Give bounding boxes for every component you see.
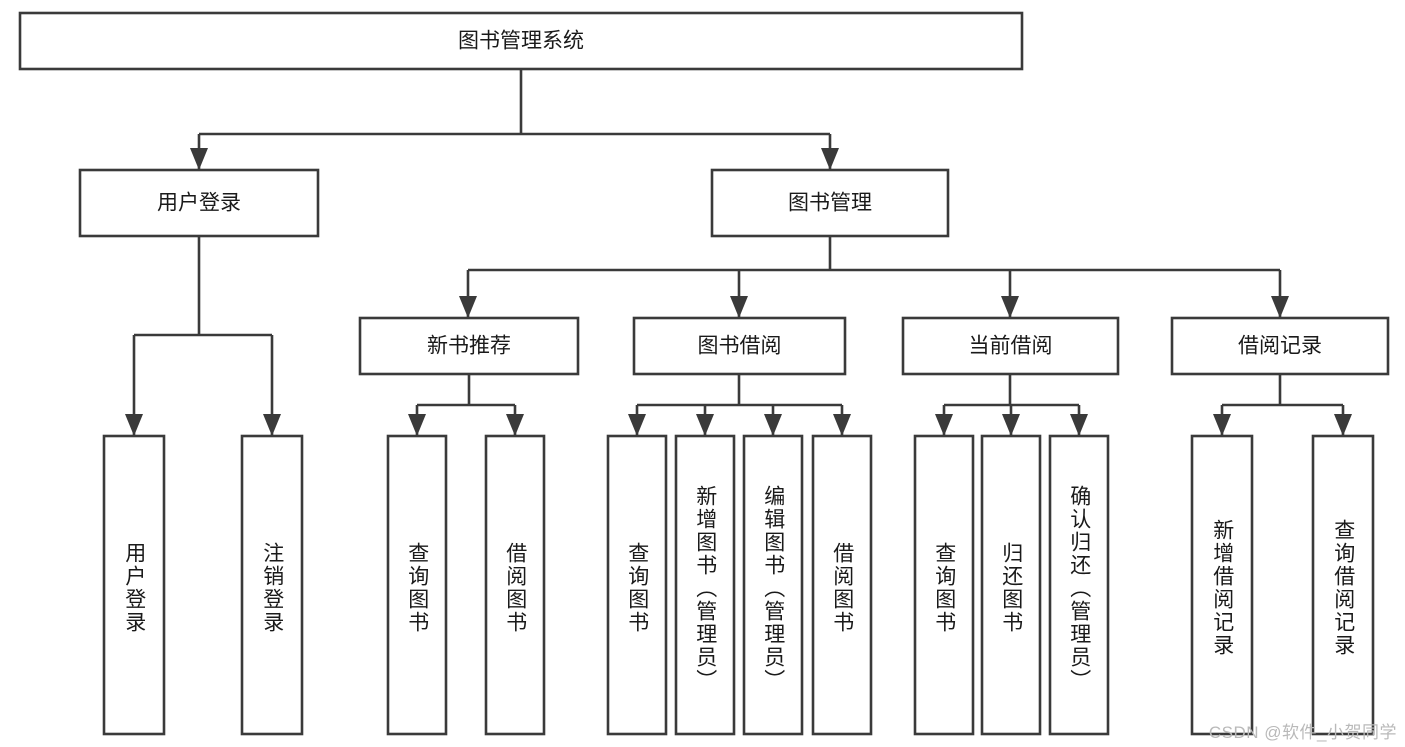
- new-book-rec-branch-1-arrow-icon: [506, 414, 524, 436]
- node-box-leaf-query-book-2[interactable]: [606, 434, 668, 736]
- borrow-record-branch-0-arrow-icon: [1213, 414, 1231, 436]
- node-box-book-manage[interactable]: [710, 168, 950, 238]
- node-user-login-label: 用户登录: [157, 192, 241, 215]
- node-box-layer: [18, 11, 1390, 736]
- book-manage-branch-1-arrow-icon: [730, 296, 748, 318]
- node-box-leaf-query-record[interactable]: [1311, 434, 1375, 736]
- node-current-borrow-label: 当前借阅: [969, 335, 1053, 358]
- new-book-rec-branch-0-arrow-icon: [408, 414, 426, 436]
- book-borrow-branch-0-arrow-icon: [628, 414, 646, 436]
- node-box-new-book-rec[interactable]: [358, 316, 580, 376]
- current-borrow-branch-1-arrow-icon: [1002, 414, 1020, 436]
- node-box-leaf-return-book[interactable]: [980, 434, 1042, 736]
- book-manage-branch-0-arrow-icon: [459, 296, 477, 318]
- node-book-borrow-label: 图书借阅: [698, 335, 782, 358]
- node-box-leaf-edit-book[interactable]: [742, 434, 804, 736]
- root-branch-1-arrow-icon: [821, 148, 839, 170]
- current-borrow-branch-2-arrow-icon: [1070, 414, 1088, 436]
- node-box-root[interactable]: [18, 11, 1024, 71]
- node-box-borrow-record[interactable]: [1170, 316, 1390, 376]
- node-box-leaf-query-book-1[interactable]: [386, 434, 448, 736]
- current-borrow-branch-0-arrow-icon: [935, 414, 953, 436]
- root-branch-0-arrow-icon: [190, 148, 208, 170]
- node-book-manage-label: 图书管理: [788, 192, 872, 215]
- book-manage-branch-2-arrow-icon: [1001, 296, 1019, 318]
- book-borrow-branch-3-arrow-icon: [833, 414, 851, 436]
- book-manage-branch-3-arrow-icon: [1271, 296, 1289, 318]
- node-root-label: 图书管理系统: [458, 30, 584, 53]
- node-box-book-borrow[interactable]: [632, 316, 847, 376]
- borrow-record-branch-1-arrow-icon: [1334, 414, 1352, 436]
- user-login-branch-0-arrow-icon: [125, 414, 143, 436]
- node-box-leaf-logout[interactable]: [240, 434, 304, 736]
- node-box-leaf-confirm-return[interactable]: [1048, 434, 1110, 736]
- user-login-branch-1-arrow-icon: [263, 414, 281, 436]
- node-box-user-login[interactable]: [78, 168, 320, 238]
- node-box-current-borrow[interactable]: [901, 316, 1120, 376]
- connector-layer: [125, 69, 1352, 436]
- node-new-book-rec-label: 新书推荐: [427, 335, 511, 358]
- node-box-leaf-borrow-book-1[interactable]: [484, 434, 546, 736]
- book-borrow-branch-2-arrow-icon: [764, 414, 782, 436]
- node-box-leaf-query-book-3[interactable]: [913, 434, 975, 736]
- csdn-watermark: CSDN @软件_小贺同学: [1208, 723, 1397, 742]
- node-borrow-record-label: 借阅记录: [1238, 335, 1322, 358]
- node-box-leaf-borrow-book-2[interactable]: [811, 434, 873, 736]
- book-borrow-branch-1-arrow-icon: [696, 414, 714, 436]
- node-box-leaf-add-record[interactable]: [1190, 434, 1254, 736]
- node-box-leaf-add-book[interactable]: [674, 434, 736, 736]
- node-box-leaf-user-login[interactable]: [102, 434, 166, 736]
